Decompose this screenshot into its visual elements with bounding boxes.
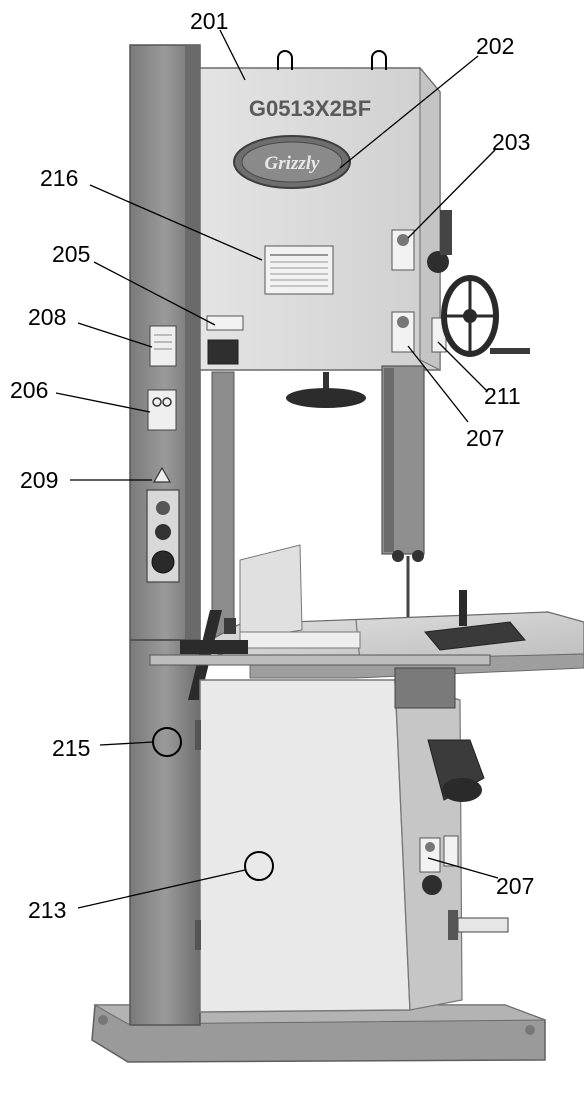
base-bolt	[98, 1015, 108, 1025]
machine-id-label	[264, 245, 334, 295]
tension-knob	[427, 251, 449, 273]
leader-202	[339, 55, 479, 169]
callout-205: 205	[52, 241, 90, 267]
callout-207-lower: 207	[496, 873, 534, 899]
leader-207-lower	[427, 857, 499, 879]
leader-207-upper	[407, 345, 469, 423]
callout-208: 208	[28, 304, 66, 330]
lower-tension-knob	[422, 875, 442, 895]
miter-gauge	[424, 590, 526, 651]
leader-lines	[55, 29, 499, 909]
label-208	[149, 325, 177, 367]
warning-label-207-lower	[419, 837, 441, 873]
callout-201: 201	[190, 8, 228, 34]
grizzly-logo: Grizzly	[233, 135, 351, 189]
leader-215	[99, 741, 154, 746]
lifting-eye-right	[371, 50, 387, 70]
leader-211	[437, 341, 487, 391]
logo-text: Grizzly	[265, 153, 320, 174]
housing-side	[419, 66, 441, 371]
callout-215: 215	[52, 735, 90, 761]
callout-202: 202	[476, 33, 514, 59]
model-number-label: G0513X2BF	[249, 96, 371, 121]
foot-brake-pedal	[448, 910, 509, 940]
column-edge	[185, 45, 200, 645]
bandsaw-illustration: G0513X2BF Grizzly	[91, 44, 584, 1063]
leader-213	[77, 869, 246, 909]
callout-209: 209	[20, 467, 58, 493]
tension-indicator	[440, 210, 452, 255]
leader-205	[93, 261, 216, 326]
callout-203: 203	[492, 129, 530, 155]
leader-201	[219, 29, 246, 81]
callout-labels: 201 202 203 216 205 208 206 209 211 207 …	[10, 8, 534, 923]
leader-216	[89, 184, 263, 261]
leader-208	[77, 322, 153, 348]
warning-label-205	[206, 315, 244, 331]
blade-guide-handwheel	[441, 275, 530, 357]
lower-cabinet-door	[199, 679, 411, 1013]
control-panel	[146, 489, 180, 583]
callout-206: 206	[10, 377, 48, 403]
callout-213: 213	[28, 897, 66, 923]
base-bolt	[525, 1025, 535, 1035]
blade-cover-strip	[211, 371, 235, 643]
circle-marker-213	[244, 851, 274, 881]
rip-fence	[239, 544, 303, 641]
callout-211: 211	[484, 383, 521, 409]
leader-203	[407, 149, 496, 239]
callout-216: 216	[40, 165, 78, 191]
fence-scale	[239, 631, 361, 649]
callout-207-upper: 207	[466, 425, 504, 451]
lifting-eye-left	[277, 50, 293, 70]
trunnion	[394, 667, 456, 709]
leader-206	[55, 392, 151, 413]
warning-triangle-209	[152, 466, 172, 483]
brake-switch	[207, 339, 239, 365]
fence-rail	[149, 654, 491, 666]
upper-adjustment-knob	[286, 372, 366, 408]
label-206	[147, 389, 177, 431]
